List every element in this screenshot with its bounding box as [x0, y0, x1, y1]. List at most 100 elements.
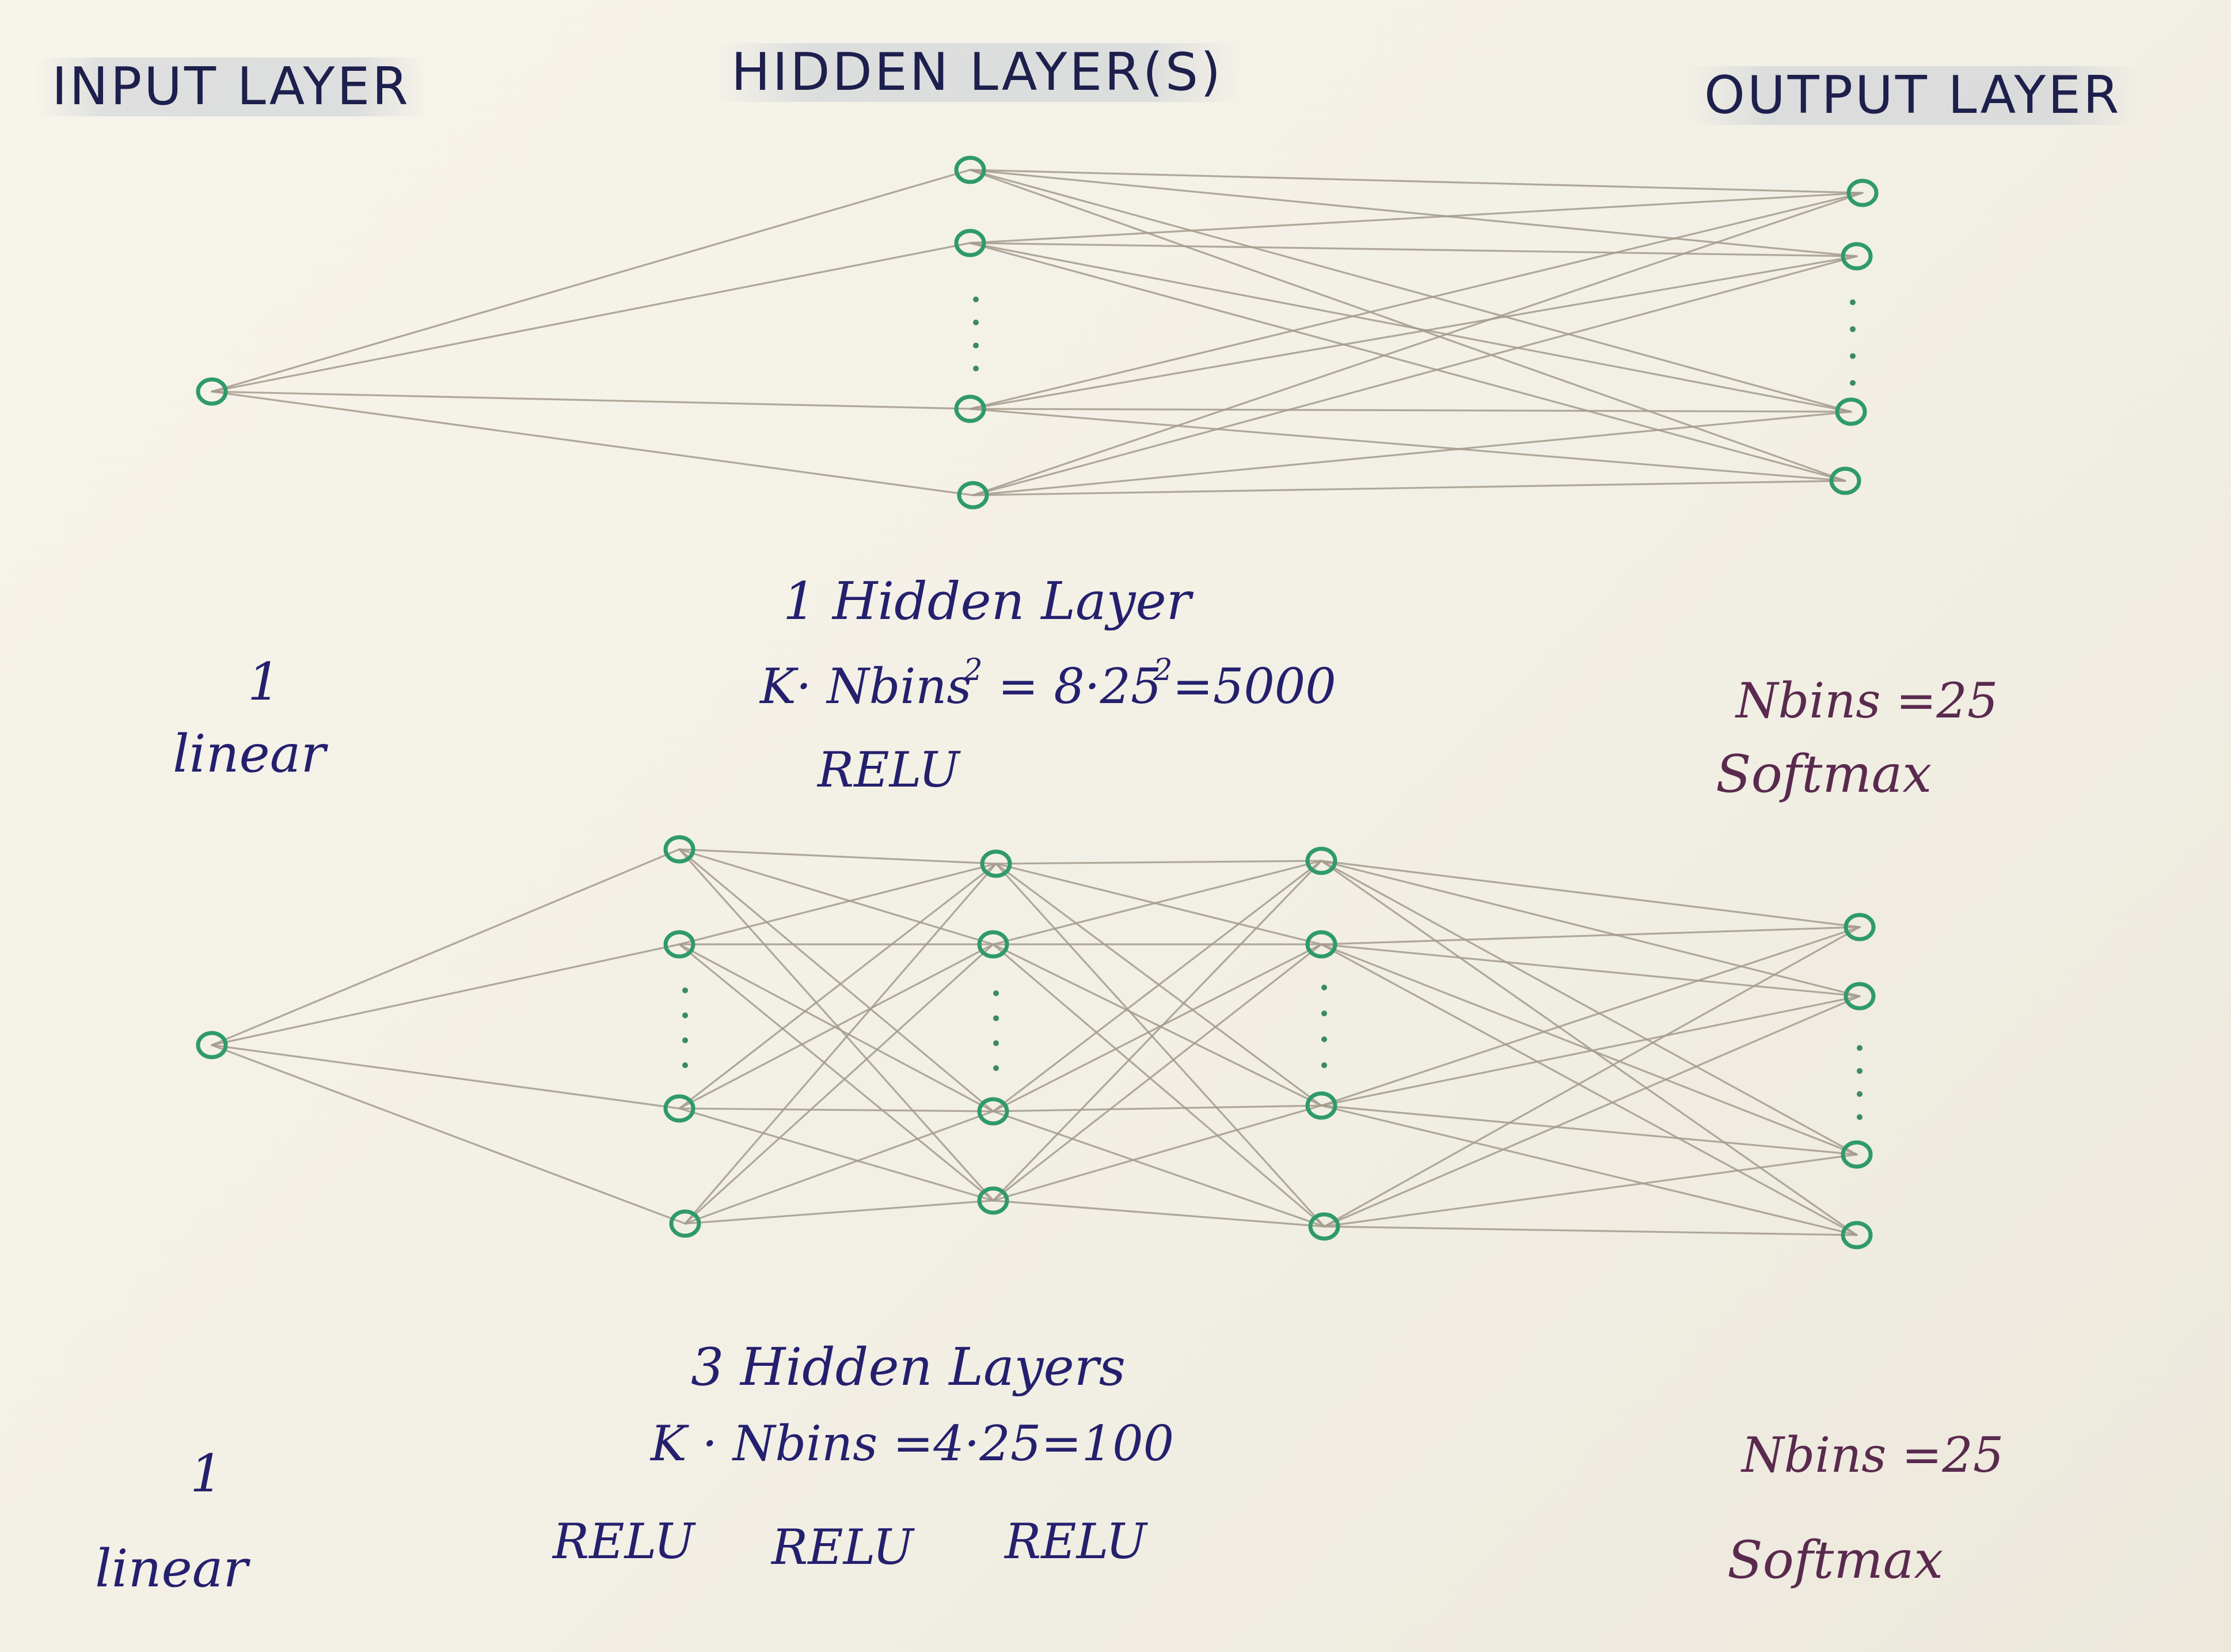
top-formula-mid-exponent: 2 [1153, 653, 1173, 688]
top-formula-mid: = 8·25 [998, 658, 1162, 715]
bottom-edge-l0n0-l1n0 [211, 848, 681, 1046]
bottom-node-l4-n2 [1841, 1140, 1873, 1169]
ellipsis-dot-1-0 [1850, 299, 1856, 305]
bottom-edge-l1n0-l2n2 [678, 848, 994, 1112]
bottom-edge-l3n3-l4n3 [1323, 1225, 1858, 1236]
top-node-l2-n0 [1846, 179, 1879, 207]
ellipsis-dot-0-3 [973, 366, 979, 371]
top-node-l0-n0 [196, 377, 228, 406]
top-input-activation: linear [173, 724, 326, 784]
bottom-edge-l3n1-l4n3 [1320, 943, 1858, 1236]
top-hidden-activation: RELU [818, 742, 960, 798]
bottom-node-l4-n1 [1844, 982, 1876, 1011]
bottom-edge-l1n1-l2n3 [678, 943, 994, 1202]
bottom-edge-l3n1-l4n1 [1320, 943, 1861, 997]
top-edge-l1n3-l2n2 [972, 411, 1852, 496]
top-node-l2-n2 [1835, 397, 1867, 426]
ellipsis-dot-3-0 [993, 990, 999, 996]
top-edge-l1n2-l2n2 [969, 408, 1852, 413]
bottom-edge-l2n1-l3n0 [992, 860, 1322, 945]
bottom-edge-l0n0-l1n2 [211, 1044, 681, 1110]
bottom-edge-l2n3-l3n3 [992, 1199, 1325, 1228]
ellipsis-dot-4-2 [1321, 1036, 1327, 1042]
bottom-edge-l3n2-l4n0 [1320, 926, 1861, 1107]
ellipsis-dot-5-1 [1857, 1068, 1863, 1074]
bottom-hidden-activation-2: RELU [771, 1519, 914, 1575]
bottom-edge-l1n3-l2n1 [684, 943, 994, 1225]
top-edge-l1n3-l2n0 [972, 192, 1864, 496]
hidden-layers-header: HIDDEN LAYER(S) [714, 43, 1241, 102]
bottom-node-l1-n3 [669, 1209, 701, 1238]
bottom-hidden-activation-3: RELU [1005, 1513, 1147, 1570]
top-formula-rhs: =5000 [1172, 658, 1336, 715]
ellipsis-dot-5-2 [1857, 1091, 1863, 1097]
bottom-edge-l2n2-l3n1 [992, 943, 1322, 1112]
bottom-output-size: Nbins =25 [1742, 1427, 2004, 1483]
bottom-edge-l2n0-l3n1 [995, 863, 1322, 945]
bottom-edge-l2n2-l3n0 [992, 860, 1322, 1112]
top-node-l1-n0 [954, 155, 986, 184]
bottom-edge-l2n3-l3n2 [992, 1104, 1322, 1202]
top-hidden-formula: K· Nbins2 = 8·252=5000 [760, 655, 1336, 711]
bottom-node-l3-n3 [1308, 1212, 1340, 1241]
bottom-edge-l3n3-l4n2 [1323, 1153, 1858, 1228]
bottom-edge-l1n3-l2n2 [684, 1110, 994, 1225]
bottom-node-l2-n1 [977, 930, 1009, 959]
bottom-edge-l1n2-l2n1 [678, 943, 994, 1110]
bottom-node-l2-n3 [977, 1186, 1009, 1215]
top-node-l1-n1 [954, 229, 986, 257]
top-edge-l1n3-l2n3 [972, 480, 1846, 496]
top-node-l2-n3 [1829, 466, 1861, 495]
bottom-edge-l2n3-l3n0 [992, 860, 1322, 1202]
bottom-node-l1-n0 [663, 835, 695, 864]
ellipsis-dot-4-0 [1321, 985, 1327, 990]
ellipsis-dot-1-2 [1850, 353, 1856, 359]
bottom-edge-l1n3-l2n3 [684, 1199, 994, 1225]
bottom-node-l3-n1 [1305, 930, 1337, 959]
ellipsis-dot-0-1 [973, 320, 979, 325]
ellipsis-dot-1-3 [1850, 380, 1856, 386]
bottom-edge-l3n1-l4n2 [1320, 943, 1858, 1156]
top-node-l1-n2 [954, 394, 986, 423]
ellipsis-dot-5-3 [1857, 1114, 1863, 1120]
ellipsis-dot-4-1 [1321, 1011, 1327, 1016]
bottom-edge-l1n1-l2n0 [678, 863, 997, 945]
top-formula-lhs-exponent: 2 [963, 653, 983, 688]
bottom-edge-l3n2-l4n1 [1320, 995, 1861, 1107]
top-edge-l1n0-l2n1 [969, 169, 1858, 257]
top-edge-l1n1-l2n0 [969, 192, 1864, 244]
top-node-l2-n1 [1841, 242, 1873, 271]
bottom-edge-l3n3-l4n0 [1323, 926, 1861, 1228]
ellipsis-dot-0-0 [973, 297, 979, 302]
top-formula-lhs: K· Nbins [760, 658, 972, 715]
top-edge-l1n1-l2n3 [969, 242, 1846, 482]
bottom-node-l4-n0 [1844, 913, 1876, 941]
bottom-edge-l0n0-l1n1 [211, 943, 681, 1046]
bottom-edge-l2n2-l3n2 [992, 1104, 1322, 1112]
bottom-edge-l3n0-l4n1 [1320, 860, 1861, 997]
bottom-edge-l3n0-l4n0 [1320, 860, 1861, 928]
ellipsis-dot-4-3 [1321, 1062, 1327, 1068]
bottom-edge-l2n2-l3n3 [992, 1110, 1325, 1228]
bottom-node-l2-n0 [980, 849, 1012, 878]
top-edge-l1n3-l2n1 [972, 255, 1858, 496]
top-hidden-title: 1 Hidden Layer [783, 571, 1191, 632]
ellipsis-dot-0-2 [973, 343, 979, 348]
top-edge-l1n2-l2n3 [969, 408, 1846, 482]
ellipsis-dot-2-2 [682, 1037, 688, 1043]
bottom-edge-l1n0-l2n3 [678, 848, 994, 1202]
ellipsis-group [682, 297, 1863, 1120]
top-edge-l1n0-l2n2 [969, 169, 1852, 413]
bottom-edge-l1n2-l2n3 [678, 1107, 994, 1202]
ellipsis-dot-2-1 [682, 1012, 688, 1019]
top-edge-l0n0-l1n2 [211, 390, 971, 410]
top-edge-l1n2-l2n0 [969, 192, 1864, 410]
bottom-edge-l3n3-l4n1 [1323, 995, 1861, 1228]
edge-group [211, 169, 1864, 1236]
ellipsis-dot-1-1 [1850, 326, 1856, 332]
bottom-edge-l3n2-l4n2 [1320, 1104, 1858, 1156]
ellipsis-dot-3-2 [993, 1040, 999, 1046]
ellipsis-dot-5-0 [1857, 1045, 1863, 1051]
